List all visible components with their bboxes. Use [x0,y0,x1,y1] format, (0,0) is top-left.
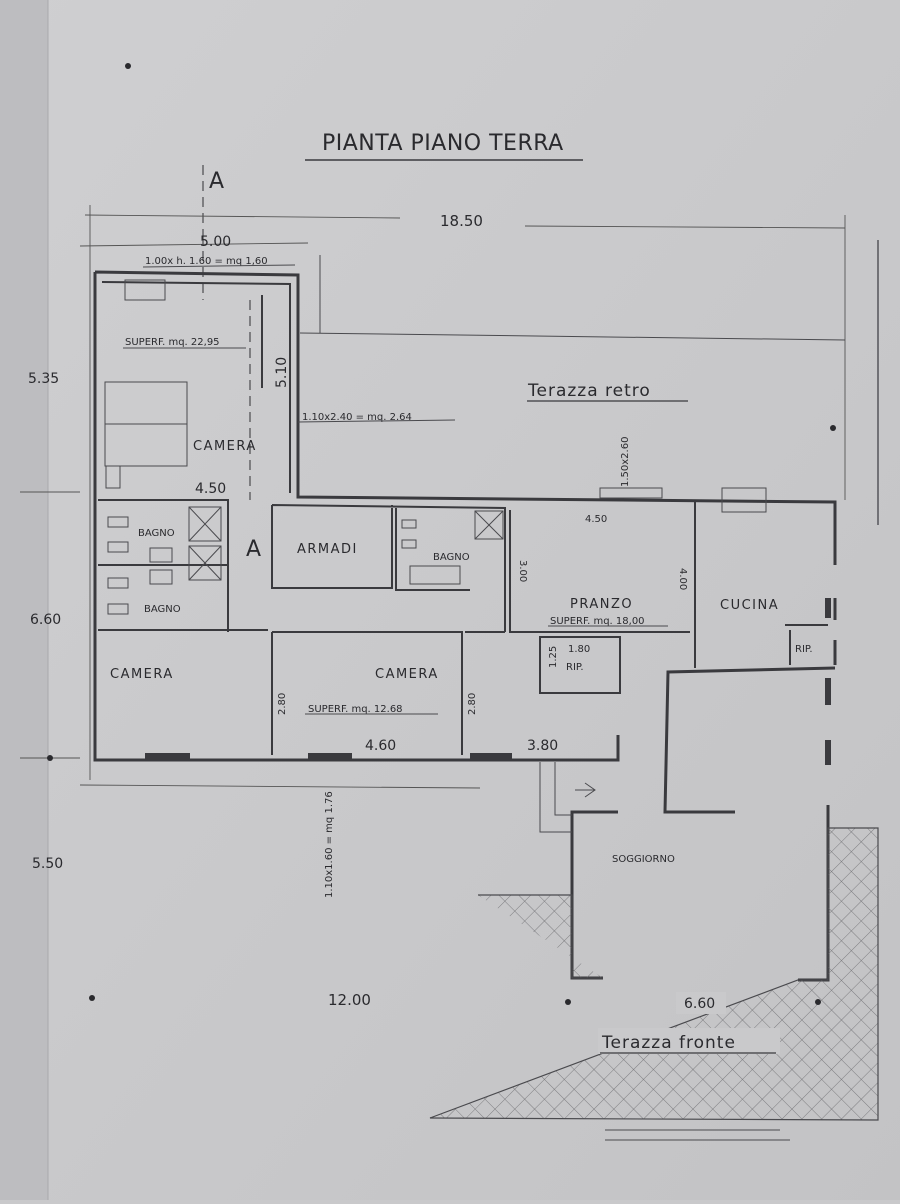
entrance-arrow-icon [584,782,596,798]
dimension-corridor-width: 3.80 [527,738,558,754]
note-door-terrace-underline [297,419,456,423]
room-camera-left: CAMERA [110,667,174,682]
pranzo-walls [509,502,696,668]
fixture-1 [107,516,129,528]
note-camera2-area: SUPERF. mq. 12.68 [308,704,403,715]
room-bagno-2: BAGNO [144,604,181,615]
dimension-camera-height-b: 2.80 [467,693,478,715]
dimension-rip-width: 1.80 [568,644,590,655]
wardrobe-main [124,279,166,301]
dimension-line-bedroom [79,242,309,247]
note-camera-area: SUPERF. mq. 22,95 [125,337,220,348]
dimension-left-mid: 6.60 [30,612,61,628]
dimension-camera-depth: 5.10 [274,357,290,388]
reference-dot-6 [47,755,53,761]
dimension-soggiorno-width: 6.60 [684,996,715,1012]
shower-1-cross-b [188,506,222,542]
rip-room [539,636,621,694]
fixture-3 [107,577,129,589]
room-pranzo: PRANZO [570,597,633,612]
note-door-terrace: 1.10x2.40 = mq. 2.64 [302,412,412,423]
dimension-rip-height: 1.25 [548,646,559,668]
dimension-bathroom-width: 4.50 [195,481,226,497]
dimension-camera-width: 4.60 [365,738,396,754]
reference-dot-4 [565,999,571,1005]
room-cucina: CUCINA [720,598,779,613]
page-fold-strip [0,0,48,1200]
fixture-2 [107,541,129,553]
reference-dot-3 [89,995,95,1001]
terrace-fronte-label: Terazza fronte [601,1033,736,1053]
soggiorno-dim-bg [676,992,726,1014]
room-camera-main: CAMERA [193,439,257,454]
reference-dot-2 [830,425,836,431]
bagno-3-walls [395,508,470,591]
shower-2 [188,545,222,581]
room-rip: RIP. [566,662,584,673]
nightstand-main [105,465,121,489]
note-window-bottom: 1.10x1.60 = mq 1.76 [324,791,335,898]
bathtub-3 [409,565,461,585]
note-window-top-underline [142,264,296,268]
shower-3 [474,510,504,540]
section-marker-bottom: A [246,537,262,562]
plan-title: PIANTA PIANO TERRA [322,131,564,156]
room-camera-center: CAMERA [375,667,439,682]
terrace-retro-label: Terazza retro [527,381,651,401]
armadi-walls [271,504,506,632]
dimension-overall-width: 18.50 [440,212,483,230]
room-bagno-3: BAGNO [433,552,470,563]
dimension-line-overall-right [524,225,846,229]
fixture-5 [401,519,417,529]
dimension-left-bottom: 5.50 [32,856,63,872]
note-window-terrace: 1.50x2.60 [620,437,631,487]
window-kitchen-frame [721,487,767,513]
section-marker-top: A [209,169,225,194]
dimension-pranzo-width: 4.50 [585,514,607,525]
dimension-pranzo-height: 3.00 [517,560,528,582]
lower-rooms-walls [271,631,505,755]
dimension-left-top: 5.35 [28,371,59,387]
dimension-bottom-width: 12.00 [328,991,371,1009]
dimension-camera-height-a: 2.80 [277,693,288,715]
cucina-pantry-walls [785,624,828,665]
room-armadi: ARMADI [297,542,358,557]
fixture-6 [401,539,417,549]
terrace-retro-edge [299,332,846,341]
shower-3-cross-b [474,510,504,540]
room-rip-small: RIP. [795,644,813,655]
entrance-steps [539,762,572,833]
terrace-fronte-label-bg [598,1028,780,1054]
dimension-line-bottom [79,784,481,789]
shower-1 [188,506,222,542]
window-terrace-frame [599,487,663,499]
dimension-cucina-height: 4.00 [677,568,688,590]
reference-dot-5 [815,999,821,1005]
reference-dot-1 [125,63,131,69]
dimension-bedroom-width: 5.00 [200,234,231,250]
fixture-4 [107,603,129,615]
room-soggiorno: SOGGIORNO [612,854,675,865]
note-pranzo-area: SUPERF. mq. 18,00 [550,616,645,627]
room-bagno-1: BAGNO [138,528,175,539]
sink-2 [149,569,173,585]
dimension-line-overall-left [84,214,401,219]
shower-2-cross-b [188,545,222,581]
sink-1 [149,547,173,563]
note-window-top: 1.00x h. 1.60 = mq 1,60 [145,256,268,267]
